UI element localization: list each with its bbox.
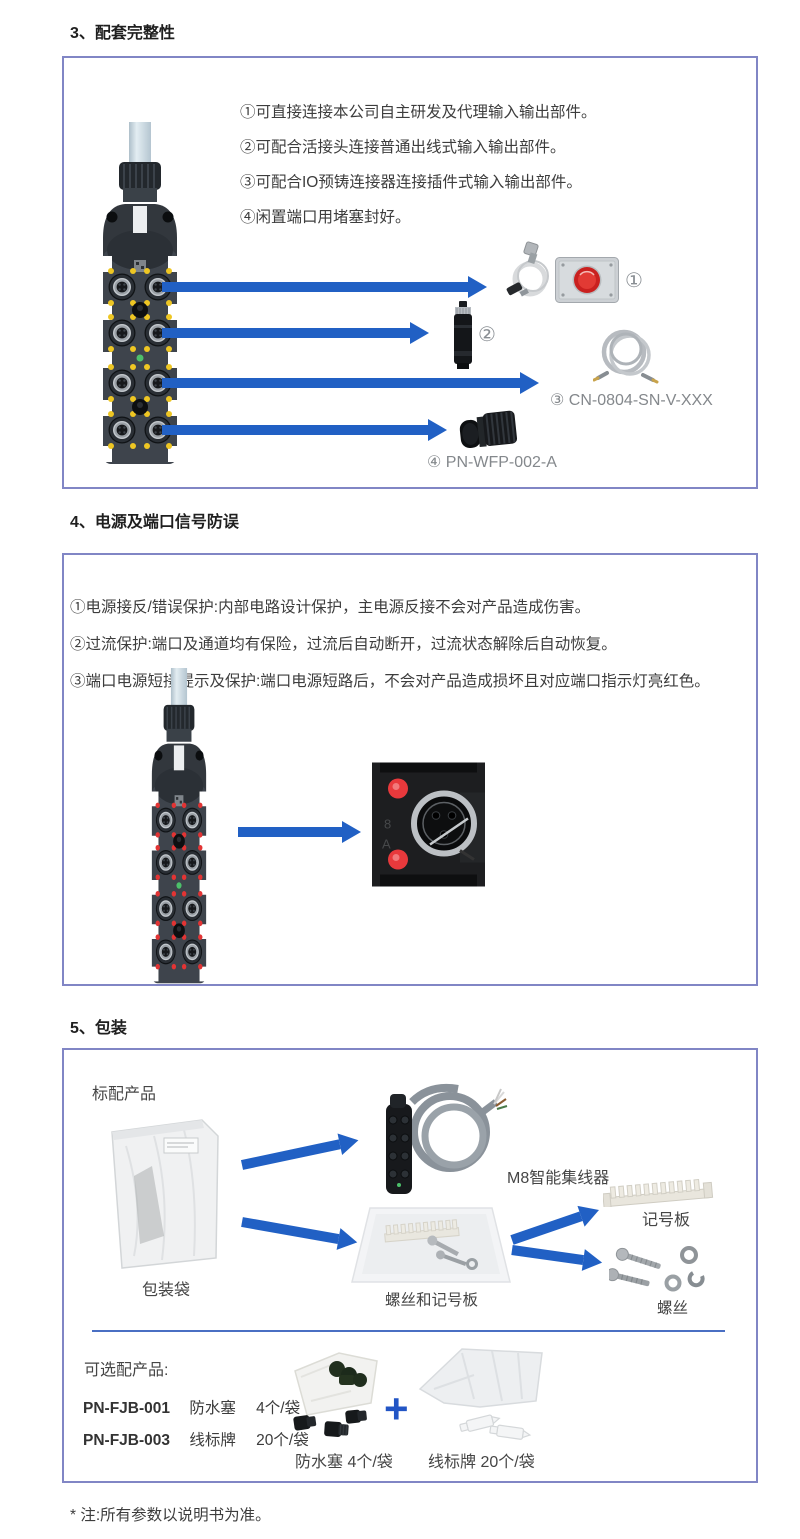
section3-panel	[62, 56, 758, 489]
plus-sign: +	[384, 1385, 409, 1432]
marker-board-label: 记号板	[642, 1212, 691, 1229]
arrow-port4-to-accessory4	[162, 425, 428, 435]
section3-note-3: ③可配合IO预铸连接器连接插件式输入输出部件。	[240, 174, 582, 191]
standard-products-title: 标配产品	[92, 1086, 157, 1103]
accessory2-number: ②	[478, 324, 496, 346]
section4-heading: 4、电源及端口信号防误	[70, 514, 239, 531]
packaging-bag-label: 包装袋	[142, 1282, 191, 1299]
product-name-1: 防水塞	[189, 1400, 236, 1417]
accessory3-number: ③	[550, 392, 565, 409]
waterproof-plug-bag-label: 防水塞 4个/袋	[295, 1454, 393, 1471]
port-closeup-red-indicator-illustration	[372, 762, 485, 887]
screws-and-marker-label: 螺丝和记号板	[385, 1292, 479, 1309]
accessory4-label: ④ PN-WFP-002-A	[427, 452, 557, 472]
section3-heading: 3、配套完整性	[70, 25, 175, 42]
screws-label: 螺丝	[657, 1300, 689, 1317]
arrow-port1-to-accessory1	[162, 282, 468, 292]
hub-illustration-yellow-leds	[95, 122, 185, 467]
footer-note: * 注:所有参数以说明书为准。	[70, 1507, 271, 1524]
marker-board-illustration	[603, 1179, 714, 1207]
arrow-port2-to-accessory2	[162, 328, 410, 338]
product-qty-1: 4个/袋	[256, 1400, 301, 1417]
emergency-stop-box-illustration	[555, 257, 619, 303]
section3-note-1: ①可直接连接本公司自主研发及代理输入输出部件。	[240, 104, 597, 121]
m8-smart-hub-illustration	[372, 1080, 508, 1210]
screws-illustration	[609, 1244, 705, 1292]
product-model-2: PN-FJB-003	[83, 1432, 170, 1449]
waterproof-plug-illustration	[458, 409, 519, 450]
m8-hub-label: M8智能集线器	[507, 1170, 610, 1187]
section3-note-4: ④闲置端口用堵塞封好。	[240, 209, 411, 226]
hub-illustration-red-leds	[146, 668, 212, 986]
sensor-connector-illustration	[453, 301, 473, 370]
cable-tags-bag-illustration	[419, 1348, 543, 1441]
coiled-cable-illustration	[593, 326, 659, 386]
product-model-1: PN-FJB-001	[83, 1400, 170, 1417]
accessory4-code: PN-WFP-002-A	[445, 454, 557, 471]
section4-note-1: ①电源接反/错误保护:内部电路设计保护，主电源反接不会对产品造成伤害。	[70, 599, 591, 616]
cable-clamp-illustration	[505, 241, 553, 303]
accessory4-number: ④	[427, 454, 442, 471]
section4-note-2: ②过流保护:端口及通道均有保险，过流后自动断开，过流状态解除后自动恢复。	[70, 636, 617, 653]
section3-note-2: ②可配合活接头连接普通出线式输入输出部件。	[240, 139, 566, 156]
section5-heading: 5、包装	[70, 1020, 127, 1037]
arrow-hub-to-port-closeup	[238, 827, 342, 837]
optional-product-row-2: PN-FJB-003 线标牌 20个/袋	[83, 1428, 309, 1450]
product-qty-2: 20个/袋	[256, 1432, 309, 1449]
product-name-2: 线标牌	[189, 1432, 236, 1449]
screws-and-marker-tray-illustration	[350, 1206, 512, 1284]
arrow-port3-to-accessory3	[162, 378, 520, 388]
packaging-bag-illustration	[111, 1119, 219, 1269]
accessory1-number: ①	[625, 270, 643, 292]
cable-tag-bag-label: 线标牌 20个/袋	[428, 1454, 535, 1471]
accessory3-code: CN-0804-SN-V-XXX	[568, 392, 713, 409]
optional-products-title: 可选配产品:	[84, 1362, 169, 1379]
optional-products-divider	[92, 1330, 725, 1332]
waterproof-plugs-bag-illustration	[292, 1352, 378, 1439]
optional-product-row-1: PN-FJB-001 防水塞 4个/袋	[83, 1396, 300, 1418]
section4-note-3: ③端口电源短接提示及保护:端口电源短路后，不会对产品造成损坏且对应端口指示灯亮红…	[70, 673, 710, 690]
accessory3-label: ③ CN-0804-SN-V-XXX	[550, 390, 713, 410]
